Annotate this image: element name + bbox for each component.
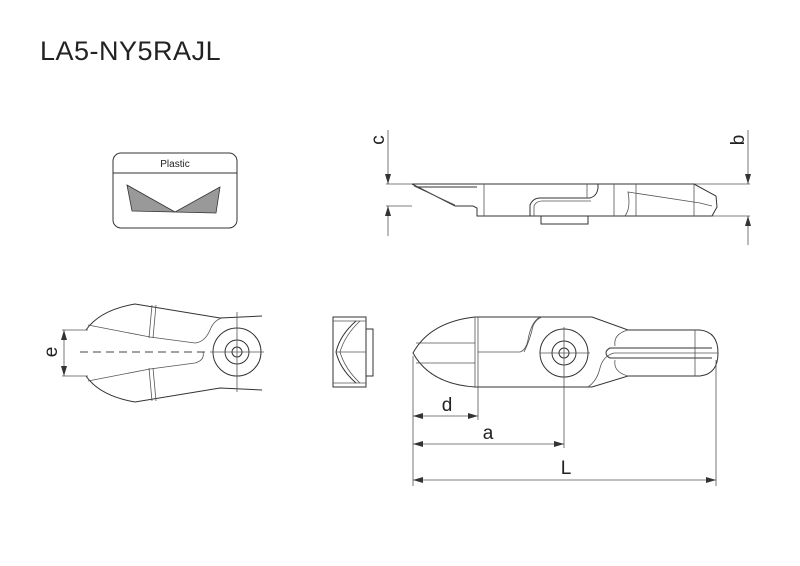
dimension-e-label: e — [41, 347, 62, 358]
dimension-d-label: d — [442, 395, 453, 416]
material-label: Plastic — [160, 159, 189, 170]
blade-profile-left — [126, 184, 176, 213]
dimension-L-label: L — [561, 458, 572, 479]
material-plastic-box: Plastic — [112, 152, 238, 229]
dimension-c-label: c — [368, 135, 389, 145]
front-view — [332, 316, 374, 388]
top-view: d a L — [412, 316, 719, 486]
dimension-a-label: a — [483, 423, 494, 444]
open-jaw-view: e — [41, 303, 264, 403]
side-view: c b — [368, 130, 751, 245]
blade-profile-right — [173, 186, 221, 214]
part-number-title: LA5-NY5RAJL — [40, 36, 222, 66]
dimension-b-label: b — [728, 135, 749, 146]
